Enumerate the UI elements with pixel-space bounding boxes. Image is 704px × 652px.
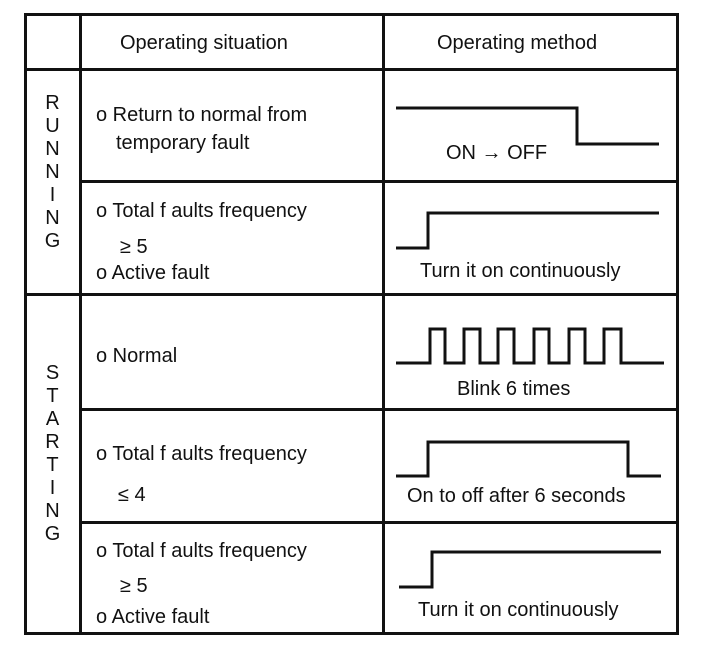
operating-table [24, 13, 679, 635]
row4-condition-line1: o Total f aults frequency [96, 443, 307, 465]
row2-condition-line3: o Active fault [96, 262, 210, 284]
divider-header [24, 68, 679, 71]
group-label-running: R U N N I N G [44, 92, 62, 252]
divider-group [24, 293, 679, 296]
row2-condition-line1: o Total f aults frequency [96, 200, 307, 222]
row4-method-label: On to off after 6 seconds [407, 485, 626, 507]
row1-condition-line2: temporary fault [116, 132, 250, 154]
row5-condition-line2: ≥ 5 [120, 575, 148, 597]
divider-row-3 [79, 408, 679, 411]
row5-method-label: Turn it on continuously [418, 599, 619, 621]
row5-condition-line3: o Active fault [96, 606, 210, 628]
group-label-starting: S T A R T I N G [44, 362, 62, 545]
row3-method-label: Blink 6 times [457, 378, 571, 400]
header-operating-method: Operating method [437, 32, 598, 54]
row3-condition-line1: o Normal [96, 345, 178, 367]
row5-condition-line1: o Total f aults frequency [96, 540, 307, 562]
divider-row-4 [79, 521, 679, 524]
row2-method-label: Turn it on continuously [420, 260, 621, 282]
row1-condition-line1: o Return to normal from [96, 104, 308, 126]
row2-condition-line2: ≥ 5 [120, 236, 148, 258]
divider-row-1 [79, 180, 679, 183]
row1-method-label: ON → OFF [446, 142, 548, 164]
divider-method-column [382, 13, 385, 635]
header-operating-situation: Operating situation [120, 32, 288, 54]
row4-condition-line2: ≤ 4 [118, 484, 146, 506]
divider-group-column [79, 13, 82, 635]
